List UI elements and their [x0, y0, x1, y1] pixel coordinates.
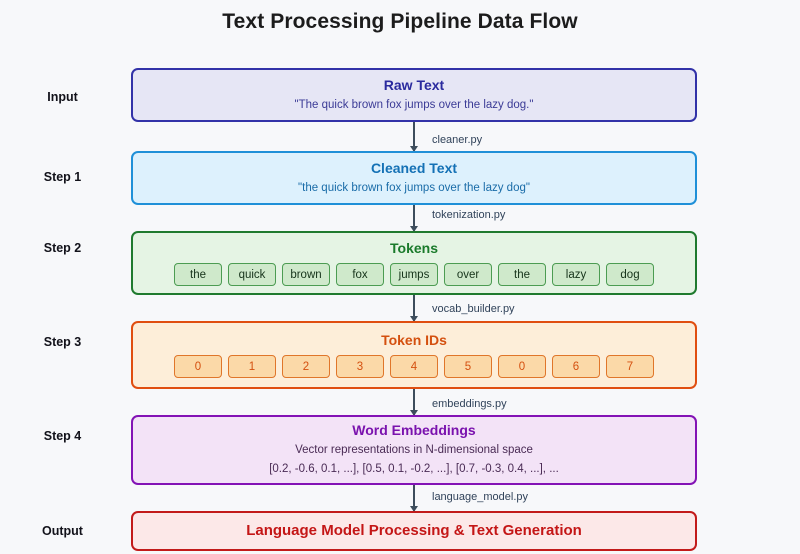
stage-subtitle-raw-text: "The quick brown fox jumps over the lazy…: [294, 98, 534, 111]
token-id-chip[interactable]: 0: [174, 355, 222, 379]
connector-raw-to-cleaned: [410, 122, 418, 152]
stage-box-raw-text[interactable]: Raw Text "The quick brown fox jumps over…: [131, 68, 697, 122]
edge-label-language-model: language_model.py: [432, 491, 529, 503]
token-chip[interactable]: brown: [282, 263, 330, 287]
edge-label-embeddings: embeddings.py: [432, 398, 507, 410]
token-chip[interactable]: jumps: [390, 263, 438, 287]
stage-subtitle-cleaned-text: "the quick brown fox jumps over the lazy…: [298, 181, 530, 194]
token-chip[interactable]: lazy: [552, 263, 600, 287]
token-chip-row: the quick brown fox jumps over the lazy …: [174, 263, 654, 287]
stage-title-raw-text: Raw Text: [383, 76, 445, 93]
stage-box-cleaned-text[interactable]: Cleaned Text "the quick brown fox jumps …: [131, 151, 697, 205]
token-chip[interactable]: the: [174, 263, 222, 287]
row-label-step-2: Step 2: [43, 241, 82, 255]
connector-embeddings-to-output: [410, 485, 418, 512]
page-title: Text Processing Pipeline Data Flow: [222, 10, 578, 33]
token-id-chip[interactable]: 1: [228, 355, 276, 379]
connector-ids-to-embeddings: [410, 389, 418, 416]
token-id-chip[interactable]: 6: [552, 355, 600, 379]
stage-subtitle-word-embeddings: Vector representations in N-dimensional …: [295, 443, 533, 456]
edge-label-tokenization: tokenization.py: [432, 209, 506, 221]
connector-cleaned-to-tokens: [410, 205, 418, 232]
row-label-step-4: Step 4: [43, 429, 82, 443]
token-chip[interactable]: quick: [228, 263, 276, 287]
stage-box-token-ids[interactable]: Token IDs 0 1 2 3 4 5 0 6 7: [131, 321, 697, 389]
token-id-chip[interactable]: 0: [498, 355, 546, 379]
stage-title-tokens: Tokens: [390, 239, 438, 256]
token-id-chip[interactable]: 5: [444, 355, 492, 379]
token-id-chip[interactable]: 4: [390, 355, 438, 379]
stage-box-tokens[interactable]: Tokens the quick brown fox jumps over th…: [131, 231, 697, 295]
row-label-step-3: Step 3: [43, 335, 82, 349]
row-label-step-1: Step 1: [43, 170, 82, 184]
row-label-input: Input: [47, 90, 78, 104]
stage-box-language-model-output[interactable]: Language Model Processing & Text Generat…: [131, 511, 697, 551]
stage-title-word-embeddings: Word Embeddings: [352, 421, 476, 438]
stage-title-token-ids: Token IDs: [381, 331, 447, 348]
edge-label-vocab-builder: vocab_builder.py: [432, 303, 515, 315]
edge-label-cleaner: cleaner.py: [432, 134, 483, 146]
connector-tokens-to-ids: [410, 295, 418, 322]
stage-box-word-embeddings[interactable]: Word Embeddings Vector representations i…: [131, 415, 697, 485]
token-id-chip[interactable]: 3: [336, 355, 384, 379]
token-id-chip[interactable]: 7: [606, 355, 654, 379]
token-chip[interactable]: fox: [336, 263, 384, 287]
token-id-chip-row: 0 1 2 3 4 5 0 6 7: [174, 355, 654, 379]
token-chip[interactable]: dog: [606, 263, 654, 287]
row-label-output: Output: [42, 524, 83, 538]
stage-title-language-model-output: Language Model Processing & Text Generat…: [246, 522, 582, 539]
token-id-chip[interactable]: 2: [282, 355, 330, 379]
token-chip[interactable]: over: [444, 263, 492, 287]
token-chip[interactable]: the: [498, 263, 546, 287]
stage-title-cleaned-text: Cleaned Text: [370, 159, 458, 176]
stage-vectors-word-embeddings: [0.2, -0.6, 0.1, ...], [0.5, 0.1, -0.2, …: [269, 463, 559, 476]
